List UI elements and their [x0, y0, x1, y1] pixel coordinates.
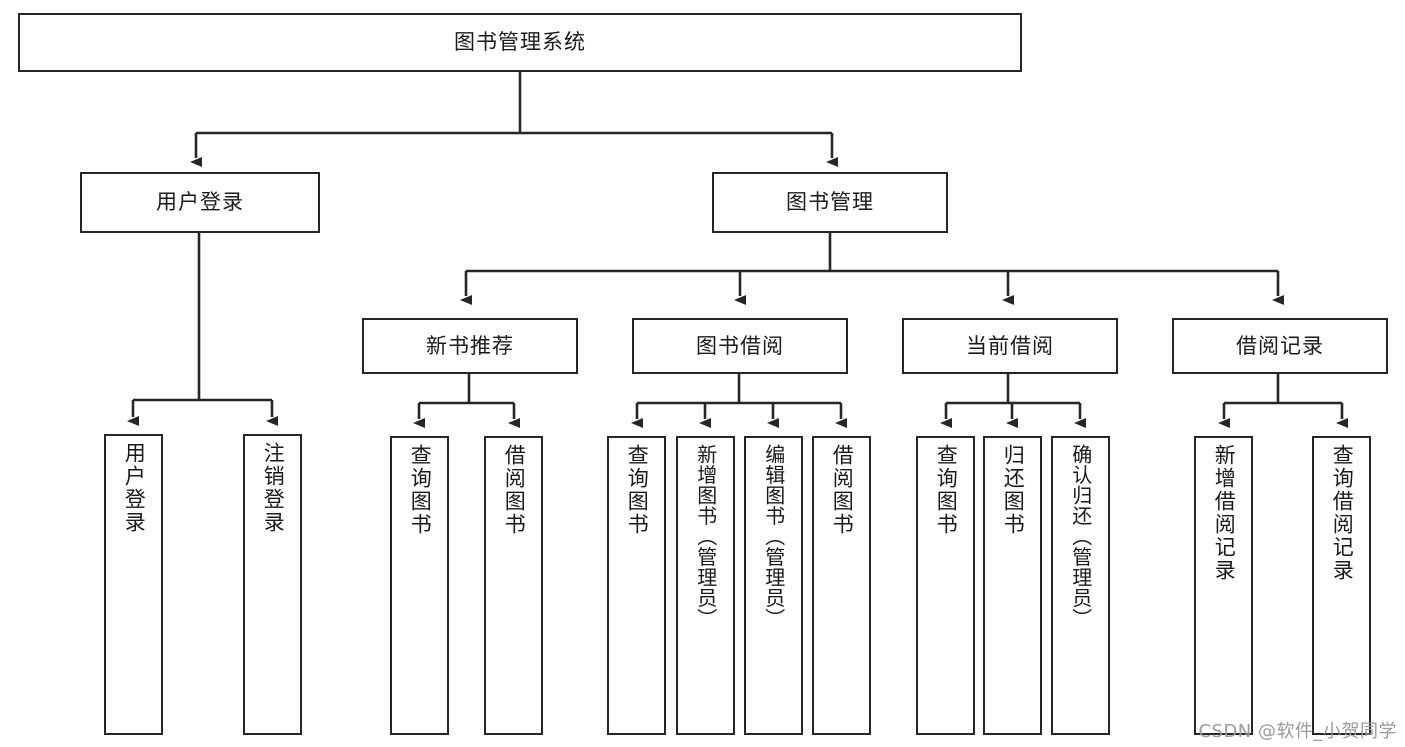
node-label: 用户登录: [156, 190, 244, 215]
leaf-book-borrow-query[interactable]: 查询图书: [607, 436, 666, 735]
node-label: 图书管理系统: [454, 30, 586, 55]
node-label: 查询图书: [934, 444, 959, 536]
node-user-login[interactable]: 用户登录: [80, 172, 320, 233]
node-label: 借阅图书: [502, 444, 527, 536]
node-label: 用户登录: [122, 442, 147, 534]
node-label: 编辑图书（管理员）: [761, 444, 786, 629]
node-label: 新增图书（管理员）: [693, 444, 718, 629]
leaf-current-borrow-query[interactable]: 查询图书: [916, 436, 975, 735]
node-label: 当前借阅: [966, 333, 1054, 358]
leaf-new-book-query[interactable]: 查询图书: [390, 436, 449, 735]
node-label: 新增借阅记录: [1212, 444, 1237, 582]
leaf-user-login-login[interactable]: 用户登录: [104, 434, 163, 735]
node-root-system[interactable]: 图书管理系统: [18, 13, 1022, 72]
node-label: 查询借阅记录: [1330, 444, 1355, 582]
leaf-user-login-logout[interactable]: 注销登录: [243, 434, 302, 735]
node-label: 借阅图书: [830, 444, 855, 536]
node-new-book-recommend[interactable]: 新书推荐: [362, 318, 578, 374]
leaf-current-borrow-return[interactable]: 归还图书: [983, 436, 1042, 735]
node-label: 借阅记录: [1236, 333, 1324, 358]
leaf-borrow-record-query[interactable]: 查询借阅记录: [1312, 436, 1371, 735]
leaf-book-borrow-borrow[interactable]: 借阅图书: [812, 436, 871, 735]
node-label: 归还图书: [1001, 444, 1026, 536]
leaf-current-borrow-confirm-return[interactable]: 确认归还（管理员）: [1051, 436, 1110, 735]
node-current-borrow[interactable]: 当前借阅: [902, 318, 1118, 374]
node-label: 图书借阅: [696, 333, 784, 358]
node-borrow-record[interactable]: 借阅记录: [1172, 318, 1388, 374]
node-label: 新书推荐: [426, 333, 514, 358]
watermark-text: CSDN @软件_小贺同学: [1198, 721, 1397, 742]
leaf-borrow-record-add[interactable]: 新增借阅记录: [1194, 436, 1253, 735]
node-label: 查询图书: [408, 444, 433, 536]
node-book-borrow[interactable]: 图书借阅: [632, 318, 848, 374]
node-label: 查询图书: [625, 444, 650, 536]
leaf-book-borrow-edit[interactable]: 编辑图书（管理员）: [744, 436, 803, 735]
leaf-book-borrow-add[interactable]: 新增图书（管理员）: [676, 436, 735, 735]
node-label: 确认归还（管理员）: [1068, 444, 1093, 629]
node-label: 注销登录: [261, 442, 286, 534]
node-book-management[interactable]: 图书管理: [712, 172, 948, 233]
node-label: 图书管理: [786, 190, 874, 215]
leaf-new-book-borrow[interactable]: 借阅图书: [484, 436, 543, 735]
